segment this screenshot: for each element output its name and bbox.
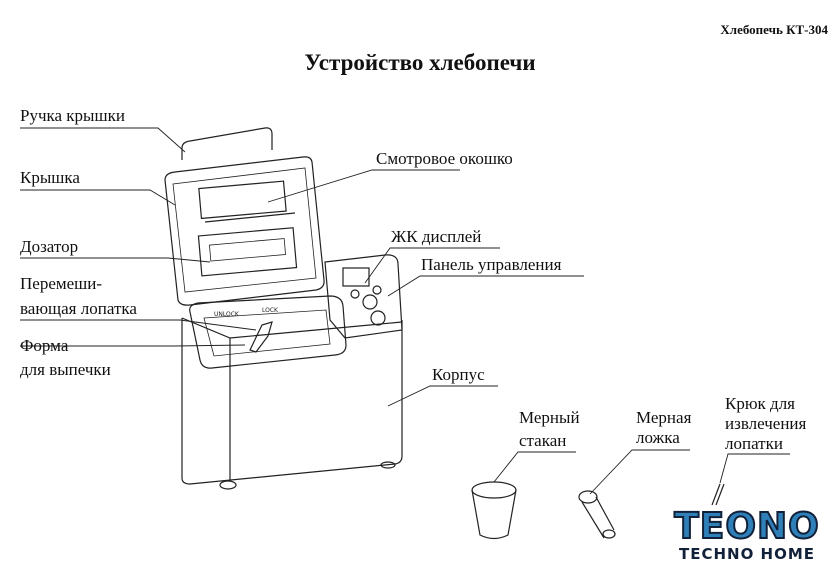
front-foot [219, 480, 237, 490]
leader-line-panel [387, 275, 584, 297]
leader-line-lid [20, 189, 176, 206]
page-title: Устройство хлебопечи [304, 50, 536, 75]
label-dispenser: Дозатор [20, 237, 79, 256]
body-edges [181, 317, 403, 480]
body [181, 318, 403, 485]
panel-button [372, 285, 382, 295]
rear-foot [380, 461, 396, 469]
label-lid: Крышка [20, 168, 80, 187]
label-paddle-line2: вающая лопатка [20, 299, 137, 318]
leader-line-dispenser [20, 257, 211, 263]
label-cup-line1: Мерный [519, 408, 580, 427]
lcd-display [342, 267, 370, 287]
panel-knob [370, 310, 386, 326]
paddle-hook [711, 483, 725, 506]
leader-line-paddle [20, 319, 257, 331]
leader-line-spoon [589, 449, 690, 495]
control-panel [324, 254, 403, 339]
viewing-window [198, 180, 287, 220]
panel-button [350, 289, 360, 299]
label-window: Смотровое окошко [376, 149, 513, 168]
panel-knob [362, 294, 378, 310]
label-hook-line1: Крюк для [725, 394, 796, 413]
label-hook-line2: извлечения [725, 414, 807, 433]
lock-mark: LOCK [262, 307, 279, 314]
label-cup-line2: стакан [519, 431, 567, 450]
brand-logo: TEONO TECHNO HOME [662, 506, 832, 563]
unlock-mark: UNLOCK [214, 311, 240, 318]
leader-line-pan [20, 344, 246, 347]
leader-lines [20, 127, 790, 495]
lid-rib [204, 212, 296, 223]
baking-pan-inner [203, 309, 331, 357]
leader-line-cup [493, 451, 576, 483]
lid-inner-frame [172, 167, 317, 293]
label-hook-line3: лопатки [725, 434, 783, 453]
baking-pan [189, 295, 347, 369]
leader-line-lid-handle [20, 127, 186, 153]
label-lid-handle: Ручка крышки [20, 106, 125, 125]
model-header: Хлебопечь КТ-304 [720, 22, 828, 37]
lid-handle [181, 127, 273, 160]
kneading-paddle [249, 321, 273, 353]
dispenser-grille [209, 238, 286, 262]
label-paddle-line1: Перемеши- [20, 274, 103, 293]
measuring-spoon [578, 490, 616, 539]
logo-sub-text: TECHNO HOME [678, 545, 816, 563]
label-lcd: ЖК дисплей [391, 227, 482, 246]
label-spoon-line2: ложка [636, 428, 680, 447]
lid [164, 156, 325, 306]
label-pan-line2: для выпечки [20, 360, 111, 379]
leader-line-body [387, 385, 498, 407]
measuring-cup [471, 481, 517, 540]
leader-line-hook [719, 453, 790, 484]
label-spoon-line1: Мерная [636, 408, 692, 427]
label-body: Корпус [432, 365, 485, 384]
dispenser [197, 227, 298, 277]
logo-main-text: TEONO [673, 506, 820, 547]
leader-line-window [267, 169, 460, 203]
leader-line-lcd [364, 247, 500, 284]
label-pan-line1: Форма [20, 336, 69, 355]
label-panel: Панель управления [421, 255, 562, 274]
